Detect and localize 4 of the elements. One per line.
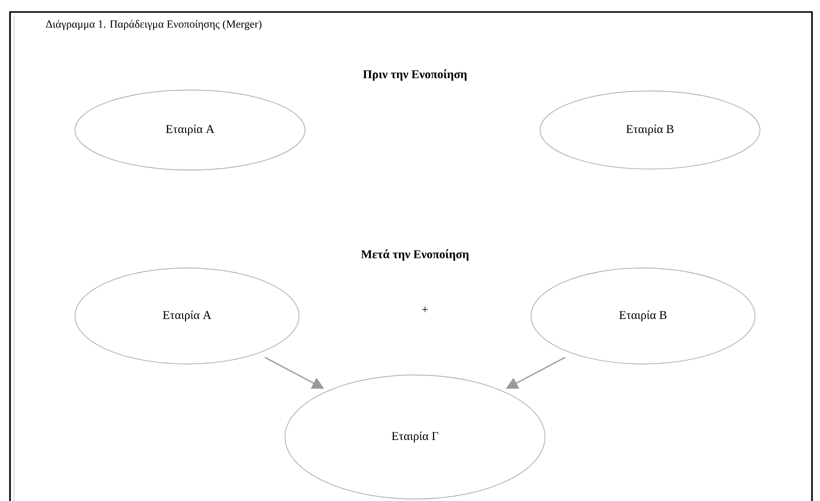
heading: Πριν την Ενοποίηση: [363, 69, 467, 81]
title: Διάγραμμα 1. Παράδειγμα Ενοποίησης (Merger): [46, 20, 262, 30]
plus-sign: +: [422, 306, 428, 312]
heading: Μετά την Ενοποίηση: [361, 249, 469, 261]
